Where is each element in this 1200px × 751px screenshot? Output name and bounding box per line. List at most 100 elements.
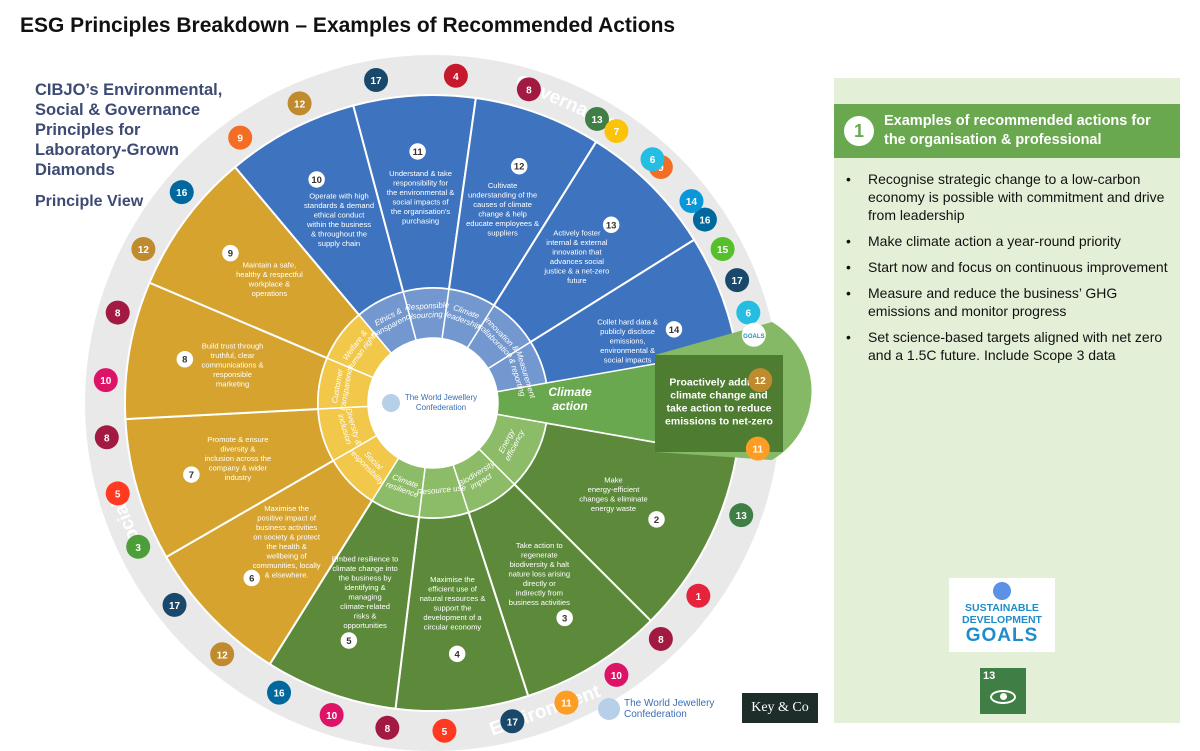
principle-number: 11 <box>413 147 424 158</box>
principle-number-badge <box>339 630 359 651</box>
principle-number: 7 <box>189 470 194 481</box>
sdg-badge <box>554 690 579 715</box>
sdg-logo-line: DEVELOPMENT <box>962 614 1042 626</box>
sdg-badge-number: 13 <box>736 511 748 522</box>
actions-header-text: Examples of recommended actions for the … <box>884 113 1151 148</box>
action-item: • Make climate action a year-round priori… <box>842 232 1172 250</box>
bullet: • <box>846 329 851 345</box>
eye-icon <box>990 690 1016 704</box>
wjc-logo-line: The World Jewellery <box>624 698 715 709</box>
sdg-logo-line: GOALS <box>965 625 1039 646</box>
sdg-badge-number: 9 <box>237 134 243 145</box>
principle-number: 14 <box>669 325 680 336</box>
heading-line: Laboratory-Grown <box>35 141 179 159</box>
sdg-badge <box>745 436 770 461</box>
sdg-badge <box>640 147 665 172</box>
principle-number-badge <box>306 169 327 190</box>
principle-number-badge <box>407 141 428 162</box>
principle-number-badge <box>220 243 241 263</box>
sdg-badge <box>725 268 750 293</box>
sdg-badge-number: 13 <box>591 115 603 126</box>
heading-line: Diamonds <box>35 161 115 179</box>
sdg-badge <box>126 534 151 559</box>
action-item: • Set science-based targets aligned with … <box>842 328 1172 364</box>
sdg-badge-number: 16 <box>273 689 285 700</box>
bullet: • <box>846 259 851 275</box>
page-title: ESG Principles Breakdown – Examples of R… <box>20 14 676 37</box>
sdg-badge-number: 8 <box>526 85 532 96</box>
wjc-logo: The World Jewellery Confederation <box>598 696 724 722</box>
sdg-badge-number: 16 <box>699 216 711 227</box>
un-emblem-icon <box>993 582 1011 600</box>
sdg-badge <box>443 63 468 88</box>
principle-11-theme: Responsiblesourcing <box>405 300 451 321</box>
sdg-badge <box>648 626 673 651</box>
action-text: Set science-based targets aligned with n… <box>868 329 1163 363</box>
sdg-badge <box>375 715 400 740</box>
sdg-badge-number: 10 <box>326 711 338 722</box>
action-item: • Recognise strategic change to a low-car… <box>842 170 1172 224</box>
heading-line: Principles for <box>35 121 141 139</box>
sdg-badge-number: 17 <box>370 76 382 87</box>
wjc-logo-line: Confederation <box>624 709 687 720</box>
globe-icon <box>382 394 400 412</box>
sdg-logo-line: SUSTAINABLE <box>965 602 1039 614</box>
sdg-badge <box>516 77 541 102</box>
sdg-mini-logo-text: GOALS <box>743 334 764 340</box>
bullet: • <box>846 285 851 301</box>
bullet: • <box>846 233 851 249</box>
principle-number: 5 <box>346 636 352 647</box>
sdg-badge <box>686 583 711 608</box>
principle-number: 2 <box>654 515 659 526</box>
sdg-badge <box>500 709 525 734</box>
sdg-badge-number: 17 <box>732 276 744 287</box>
sdg-mini-logo <box>741 322 766 347</box>
sdg-badge <box>679 189 704 214</box>
sdg-badge <box>729 503 754 528</box>
principle-number: 13 <box>606 220 617 231</box>
sdg-badge-number: 5 <box>442 727 448 738</box>
sdg-badge <box>94 425 119 450</box>
sdg-badge-number: 10 <box>611 671 623 682</box>
sdg-logo: SUSTAINABLE DEVELOPMENT GOALS <box>949 578 1055 652</box>
sdg13-climate-action-icon: 13 <box>980 668 1026 714</box>
sdg-badge-number: 1 <box>696 592 702 603</box>
sdg-badge <box>736 300 761 325</box>
bullet: • <box>846 171 851 187</box>
action-text: Recognise strategic change to a low-carb… <box>868 171 1165 223</box>
principle-number: 12 <box>514 162 525 173</box>
principle-number-badge <box>509 156 529 176</box>
sdg-badge-number: 8 <box>115 309 121 320</box>
sdg-badge-number: 3 <box>135 543 141 554</box>
globe-icon <box>598 698 620 720</box>
sdg-badge-number: 12 <box>294 99 306 110</box>
center-hub <box>368 338 498 468</box>
principle-number: 6 <box>249 574 254 585</box>
principle-number: 8 <box>182 355 187 366</box>
principle-number-badge <box>601 215 621 235</box>
sdg-badge-number: 9 <box>658 163 664 174</box>
heading-line: Social & Governance <box>35 101 201 119</box>
sdg-badge <box>604 119 629 144</box>
sdg-badge-number: 5 <box>115 489 121 500</box>
sdg-badge-number: 8 <box>104 433 110 444</box>
sdg-badge <box>228 125 253 150</box>
action-text: Make climate action a year-round priorit… <box>868 233 1121 249</box>
sdg-badge-number: 17 <box>169 601 181 612</box>
sdg-badge <box>105 481 130 506</box>
sdg-badge <box>169 180 194 205</box>
sdg-badge-number: 16 <box>176 188 188 199</box>
sdg-badge <box>692 207 717 232</box>
